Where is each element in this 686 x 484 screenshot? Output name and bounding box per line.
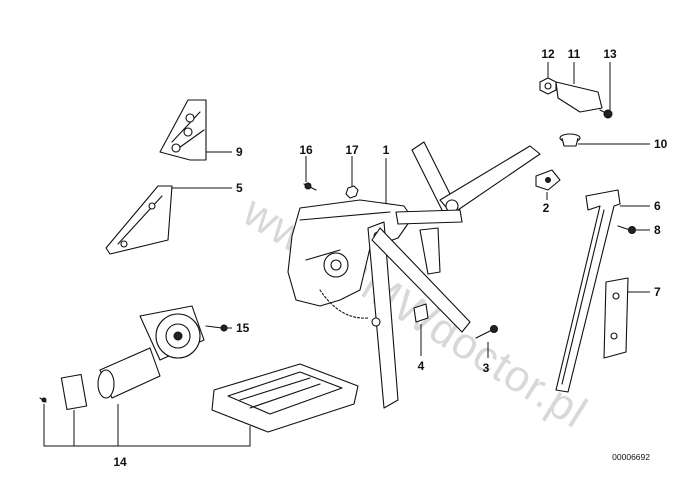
part-7-bracket [603, 277, 629, 359]
callout-5: 5 [236, 181, 243, 195]
part-3-bolt [475, 325, 498, 339]
callout-17: 17 [345, 143, 359, 157]
callout-16: 16 [299, 143, 313, 157]
part-2-slider [535, 169, 561, 191]
callout-7: 7 [654, 285, 661, 299]
callout-2: 2 [543, 201, 550, 215]
callout-12: 12 [541, 47, 555, 61]
part-4-clip [413, 303, 429, 323]
part-11-bracket [555, 81, 603, 113]
callout-1: 1 [383, 143, 390, 157]
callout-6: 6 [654, 199, 661, 213]
leader-lines [172, 62, 650, 358]
callout-10: 10 [654, 137, 668, 151]
part-5-trim-lower [105, 185, 173, 255]
callout-8: 8 [654, 223, 661, 237]
callout-9: 9 [236, 145, 243, 159]
part-13-screw [599, 109, 613, 119]
part-9-trim-upper [159, 99, 207, 161]
callout-4: 4 [418, 359, 425, 373]
part-10-plug [559, 133, 581, 147]
callout-11: 11 [568, 47, 581, 61]
diagram-code: 00006692 [612, 452, 650, 462]
callout-labels: 1 2 3 4 5 6 7 8 9 10 11 12 13 14 15 16 1… [113, 47, 667, 469]
part-15-screw [205, 324, 228, 332]
part-14-motor-assembly [39, 305, 359, 447]
part-1-window-regulator [287, 141, 541, 409]
part-12-nut [539, 77, 557, 95]
part-8-screw [617, 225, 636, 234]
callout-3: 3 [483, 361, 490, 375]
part-16-bolt [303, 182, 317, 191]
callout-14: 14 [113, 455, 127, 469]
part-17-nut [345, 185, 359, 199]
callout-13: 13 [603, 47, 617, 61]
callout-15: 15 [236, 321, 250, 335]
part-6-guide-rail [555, 189, 621, 393]
